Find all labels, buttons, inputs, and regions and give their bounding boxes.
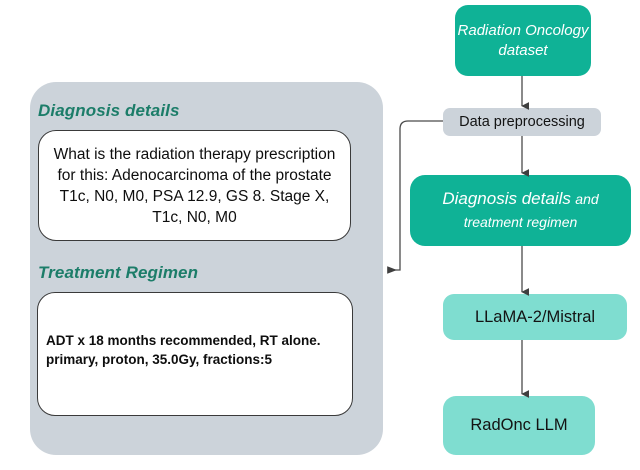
flow-box-radonc-llm: RadOnc LLM — [443, 396, 595, 455]
diagnosis-details-heading: Diagnosis details — [38, 101, 180, 120]
flow-box-details-regimen-label: Diagnosis details and treatment regimen — [420, 187, 621, 234]
diagnosis-details-card: What is the radiation therapy prescripti… — [38, 130, 351, 241]
treatment-regimen-card: ADT x 18 months recommended, RT alone. p… — [37, 292, 353, 416]
treatment-regimen-text: ADT x 18 months recommended, RT alone. p… — [46, 333, 321, 367]
flow-box-preprocessing-label: Data preprocessing — [459, 114, 585, 130]
flow-box-radonc-label: RadOnc LLM — [470, 416, 568, 434]
flow-box-radiation-oncology-dataset: Radiation Oncology dataset — [455, 5, 591, 76]
flow-box-diagnosis-details-and-treatment-regimen: Diagnosis details and treatment regimen — [410, 175, 631, 246]
flow-box-llama-mistral: LLaMA-2/Mistral — [443, 294, 627, 340]
flow-box-dataset-label: Radiation Oncology dataset — [457, 21, 589, 59]
flow-box-llama-label: LLaMA-2/Mistral — [474, 307, 596, 326]
flow-box-data-preprocessing: Data preprocessing — [443, 108, 601, 136]
treatment-regimen-heading: Treatment Regimen — [38, 263, 199, 282]
details-regimen-emphasis-text: Diagnosis details — [442, 189, 571, 208]
details-regimen-rest-text: and treatment regimen — [463, 191, 599, 230]
diagnosis-details-text: What is the radiation therapy prescripti… — [53, 145, 336, 226]
